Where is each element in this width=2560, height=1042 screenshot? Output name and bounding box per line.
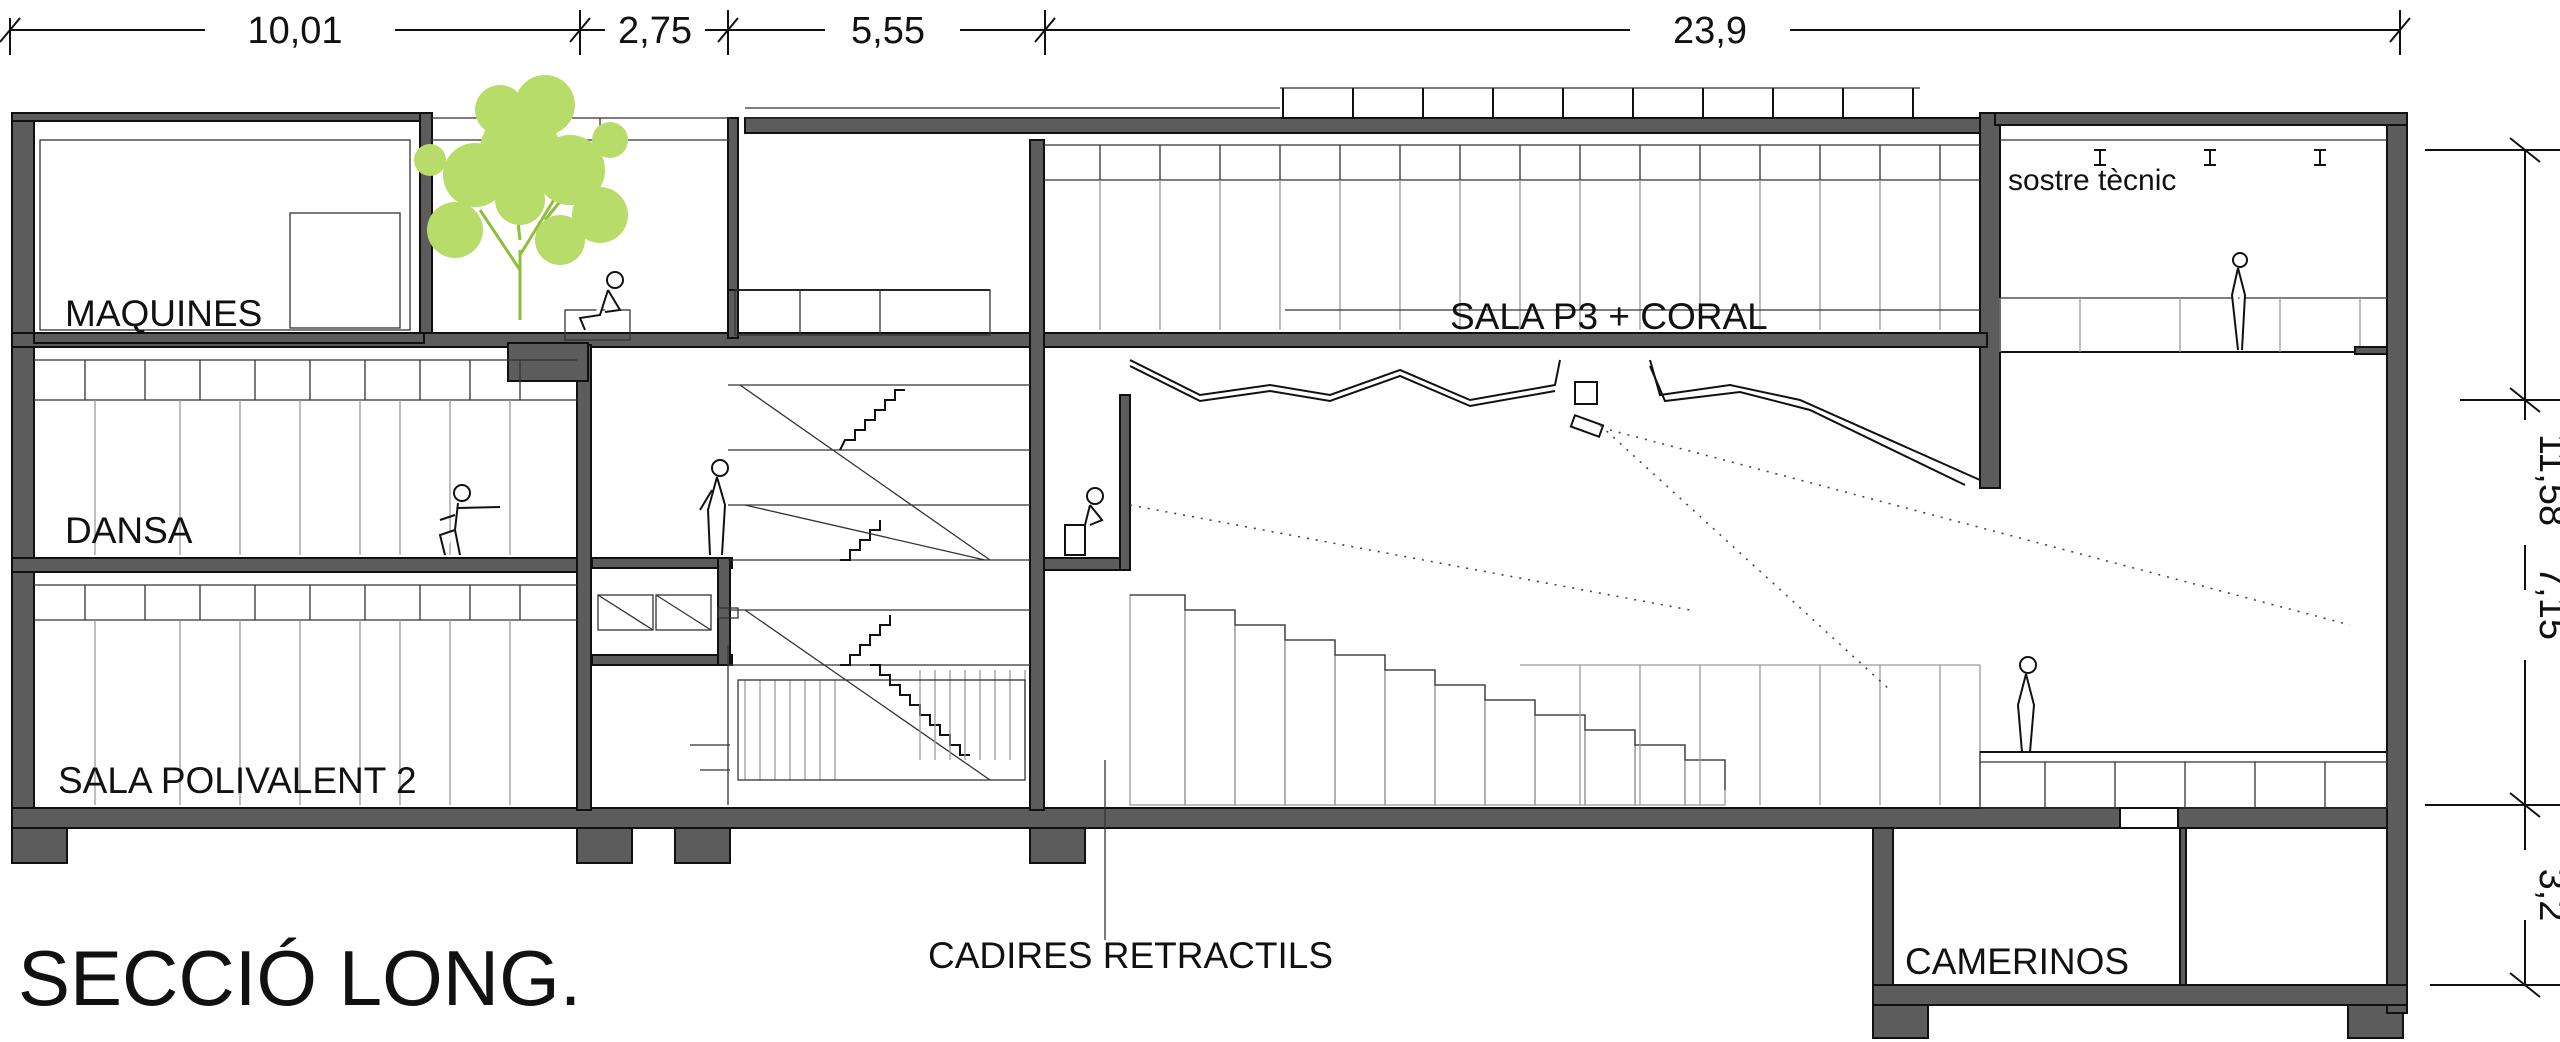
label-sostre-tecnic: sostre tècnic (2008, 164, 2176, 197)
dim-right-2: 7,15 (2531, 566, 2560, 640)
right-dimension-line: 11,58 7,15 3,2 (2425, 137, 2560, 998)
label-sala-polivalent-2: SALA POLIVALENT 2 (58, 760, 417, 801)
label-cadires-retractils: CADIRES RETRACTILS (928, 935, 1333, 976)
label-maquines: MAQUINES (65, 293, 262, 334)
dim-right-1: 11,58 (2531, 434, 2560, 526)
acoustic-ceiling (1129, 359, 1981, 486)
dim-top-3: 5,55 (851, 10, 925, 52)
tree-illustration (414, 75, 628, 320)
stair-core (597, 289, 1030, 805)
sostre-tecnic-area (1999, 139, 2388, 355)
label-camerinos: CAMERINOS (1905, 941, 2129, 982)
structure (11, 112, 2408, 1014)
dansa-room (34, 359, 577, 805)
dim-right-3: 3,2 (2531, 869, 2560, 922)
dim-top-2: 2,75 (618, 10, 692, 52)
retractable-seating (1104, 424, 2388, 940)
drawing-title: SECCIÓ LONG. (18, 934, 581, 1022)
dim-top-1: 10,01 (247, 10, 342, 52)
human-figures (438, 252, 2248, 753)
footings (11, 827, 2404, 1039)
sala-p3-upper (745, 87, 1980, 330)
top-dimension-line: 10,01 2,75 5,55 23,9 (0, 10, 2411, 55)
label-dansa: DANSA (65, 510, 193, 551)
label-sala-p3-coral: SALA P3 + CORAL (1450, 296, 1768, 337)
dim-top-4: 23,9 (1673, 10, 1747, 52)
